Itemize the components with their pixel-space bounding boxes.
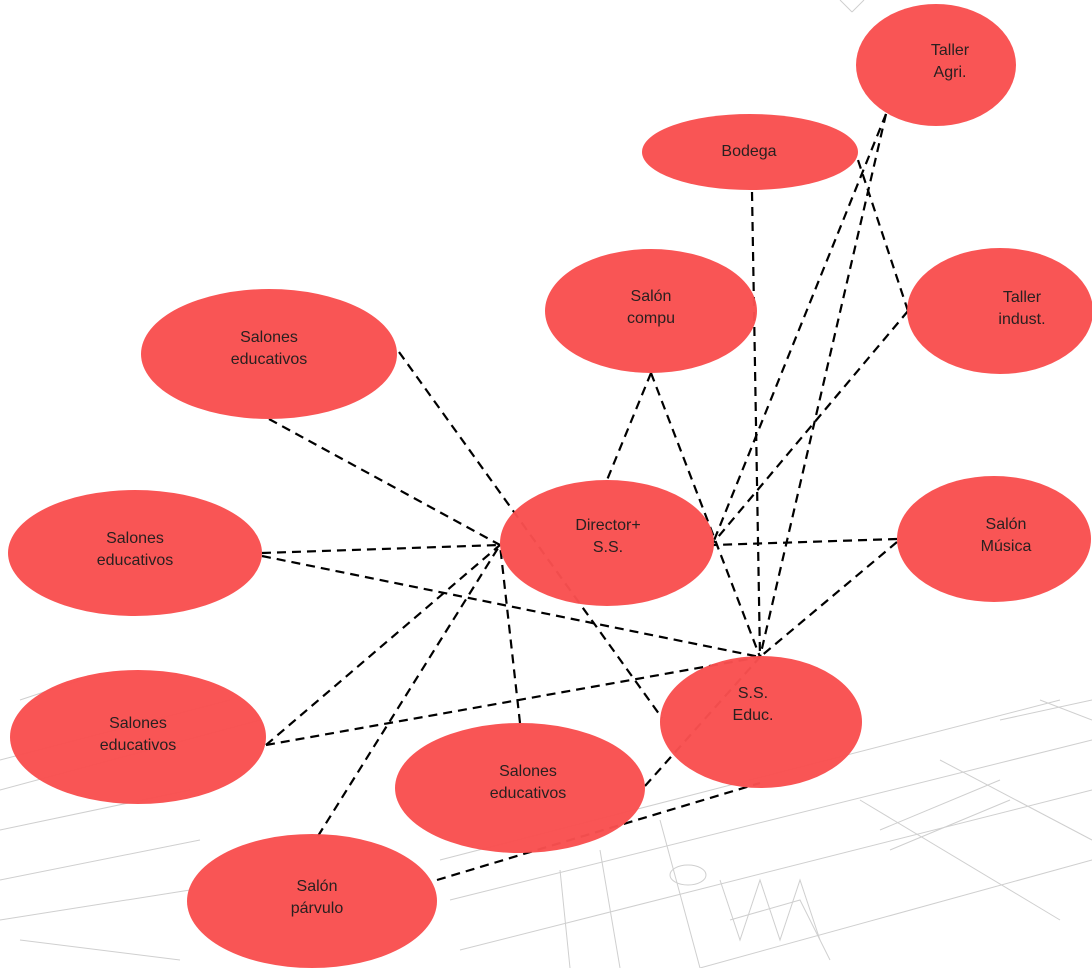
node-ss-educ[interactable] bbox=[660, 656, 862, 788]
edge-taller-agri-to-director-ss bbox=[711, 113, 888, 544]
label-salon-musica: Salón Música bbox=[980, 516, 1032, 555]
edge-salon-compu-to-director-ss bbox=[605, 372, 653, 481]
label-director-ss: Director+ S.S. bbox=[575, 517, 641, 556]
label-salones-educativos-2: Salones educativos bbox=[96, 530, 174, 569]
edge-salones-educativos-3-to-ss-educ bbox=[265, 655, 761, 747]
label-ss-educ: S.S. Educ. bbox=[732, 685, 774, 724]
node-bodega[interactable] bbox=[642, 114, 858, 190]
edge-salon-musica-to-ss-educ bbox=[759, 541, 898, 658]
label-taller-agri: Taller Agri. bbox=[930, 42, 970, 81]
edge-salon-parvulo-to-director-ss bbox=[317, 544, 501, 837]
edge-taller-agri-to-ss-educ bbox=[758, 113, 888, 658]
edge-salon-musica-to-director-ss bbox=[712, 537, 898, 547]
edge-salones-educativos-2-to-director-ss bbox=[261, 543, 501, 555]
node-taller-indust[interactable] bbox=[907, 248, 1092, 374]
label-salones-educativos-1: Salones educativos bbox=[230, 329, 308, 368]
node-salon-compu[interactable] bbox=[545, 249, 757, 373]
node-taller-agri[interactable] bbox=[856, 4, 1016, 126]
label-bodega: Bodega bbox=[721, 143, 777, 160]
node-director-ss[interactable] bbox=[500, 480, 714, 606]
label-salon-compu: Salón compu bbox=[626, 288, 676, 327]
node-salones-educativos-3[interactable] bbox=[10, 670, 266, 804]
label-salon-parvulo: Salón párvulo bbox=[290, 878, 344, 917]
node-salon-parvulo[interactable] bbox=[187, 834, 437, 968]
node-salones-educativos-2[interactable] bbox=[8, 490, 262, 616]
label-salones-educativos-3: Salones educativos bbox=[99, 715, 177, 754]
node-salones-educativos-1[interactable] bbox=[141, 289, 397, 419]
label-salones-educativos-4: Salones educativos bbox=[489, 763, 567, 802]
edge-salones-educativos-3-to-director-ss bbox=[265, 544, 501, 746]
node-salones-educativos-4[interactable] bbox=[395, 723, 645, 853]
node-salon-musica[interactable] bbox=[897, 476, 1091, 602]
edge-salones-educativos-1-to-director-ss bbox=[268, 418, 501, 546]
space-nodes bbox=[8, 4, 1092, 968]
edge-salones-educativos-2-to-ss-educ bbox=[261, 554, 761, 659]
edge-salon-compu-to-ss-educ bbox=[649, 372, 762, 658]
edge-taller-indust-to-director-ss bbox=[712, 310, 909, 544]
label-taller-indust: Taller indust. bbox=[998, 289, 1046, 328]
edge-bodega-to-ss-educ bbox=[750, 191, 762, 658]
edge-taller-indust-to-taller-agri bbox=[854, 153, 910, 312]
